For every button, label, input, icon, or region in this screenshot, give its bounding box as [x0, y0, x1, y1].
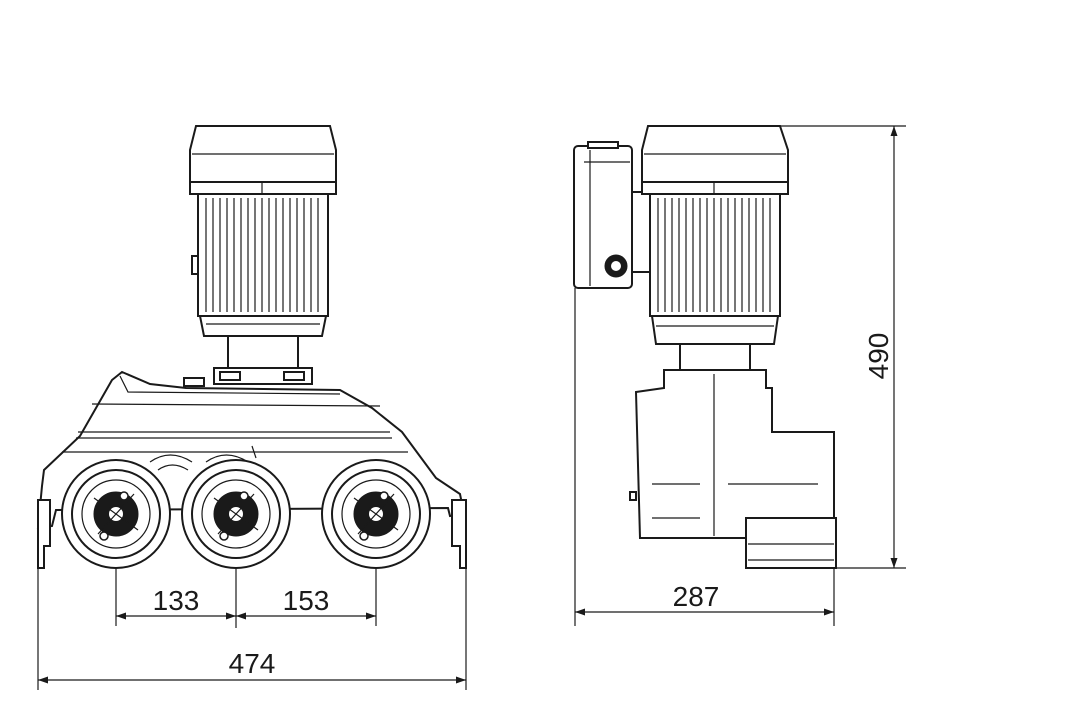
front-view: 133 153 474: [36, 125, 467, 690]
side-view: 287 490: [573, 125, 906, 626]
side-dimensions: 287 490: [574, 125, 906, 626]
dim-label-287: 287: [673, 581, 720, 612]
gearbox: [629, 369, 837, 569]
dim-label-133: 133: [153, 585, 200, 616]
dim-label-474: 474: [229, 648, 276, 679]
feed-roller-middle: [181, 459, 291, 569]
front-motor: [183, 125, 337, 387]
front-dimensions: 133 153 474: [37, 568, 467, 690]
dim-label-490: 490: [863, 333, 894, 380]
feed-roller-right: [321, 459, 431, 569]
side-motor-fins: [657, 198, 771, 312]
dim-label-153: 153: [283, 585, 330, 616]
feed-roller-left: [61, 459, 171, 569]
front-motor-fins: [205, 198, 319, 312]
side-motor: [641, 125, 789, 371]
